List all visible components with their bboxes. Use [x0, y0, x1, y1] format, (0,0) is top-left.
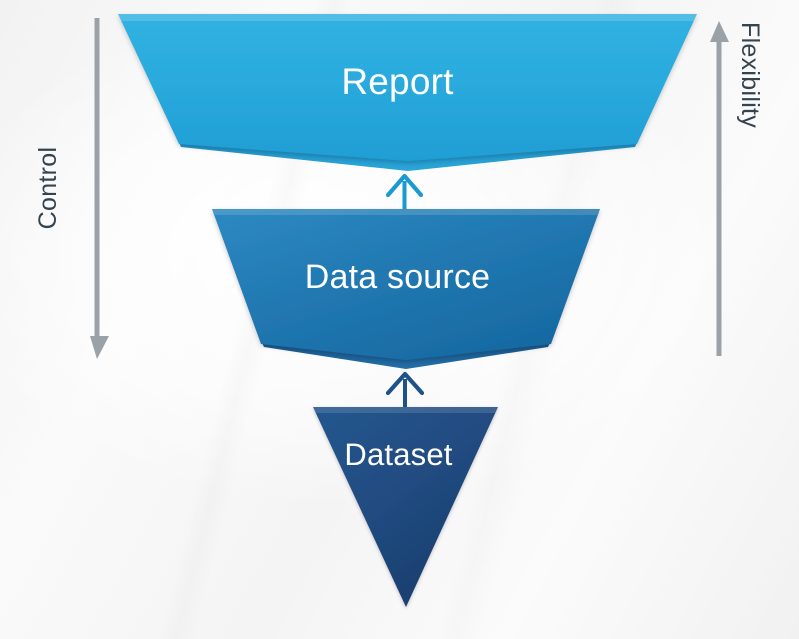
axis-flexibility: [710, 21, 729, 356]
connector-lower-arrowhead-icon: [385, 371, 425, 396]
connector-lower-shaft: [403, 379, 407, 409]
dataset-shape: [313, 407, 498, 607]
flexibility-axis-shaft: [716, 38, 722, 356]
stage-report[interactable]: [118, 14, 697, 171]
control-axis-arrowhead-icon: [90, 336, 109, 359]
connector-upper-arrowhead-icon: [385, 173, 424, 198]
connector-upper-shaft: [402, 181, 407, 211]
report-shape: [118, 14, 697, 161]
connector-dataset-to-datasource: [385, 371, 425, 409]
flexibility-axis-arrowhead-icon: [710, 21, 729, 42]
stage-data-source[interactable]: [212, 209, 600, 369]
control-axis-shaft: [94, 18, 100, 340]
connector-datasource-to-report: [385, 173, 424, 211]
axis-label-control: Control: [34, 146, 62, 230]
datasource-shape: [212, 209, 600, 360]
datasource-shape-highlight: [212, 209, 600, 215]
stage-dataset[interactable]: [313, 407, 498, 607]
report-shape-highlight: [118, 14, 697, 21]
axis-control: [90, 18, 109, 359]
dataset-shape-highlight: [313, 407, 498, 413]
axis-label-flexibility: Flexibility: [736, 22, 764, 129]
